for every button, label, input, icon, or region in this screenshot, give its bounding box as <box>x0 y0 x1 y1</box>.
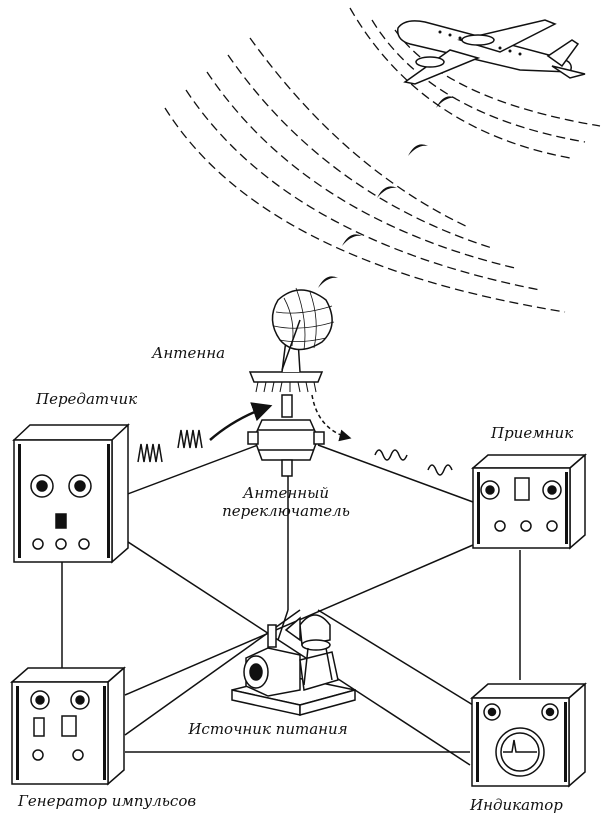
transmitted-pulses <box>137 402 273 463</box>
pulse-generator-cabinet-icon <box>10 666 126 786</box>
label-antenna: Антенна <box>151 344 225 362</box>
label-pulse-generator: Генератор импульсов <box>17 792 196 810</box>
airplane-icon <box>397 19 586 85</box>
label-transmitter: Передатчик <box>35 390 137 408</box>
radio-waves <box>164 7 601 313</box>
indicator-cabinet-icon <box>470 682 587 788</box>
power-supply-machine-icon <box>231 614 356 716</box>
receiver-cabinet-icon <box>470 453 588 550</box>
echo-pulses <box>311 394 453 476</box>
label-receiver: Приемник <box>490 424 573 442</box>
label-power-supply: Источник питания <box>187 720 347 738</box>
antenna-switch-icon <box>247 394 325 477</box>
label-antenna-switch-1: Антенный <box>242 484 329 502</box>
label-indicator: Индикатор <box>469 796 563 814</box>
label-antenna-switch-2: переключатель <box>222 502 350 520</box>
pulse-crescents <box>318 96 456 288</box>
dish-antenna-icon <box>248 287 335 393</box>
transmitter-cabinet-icon <box>12 423 130 564</box>
